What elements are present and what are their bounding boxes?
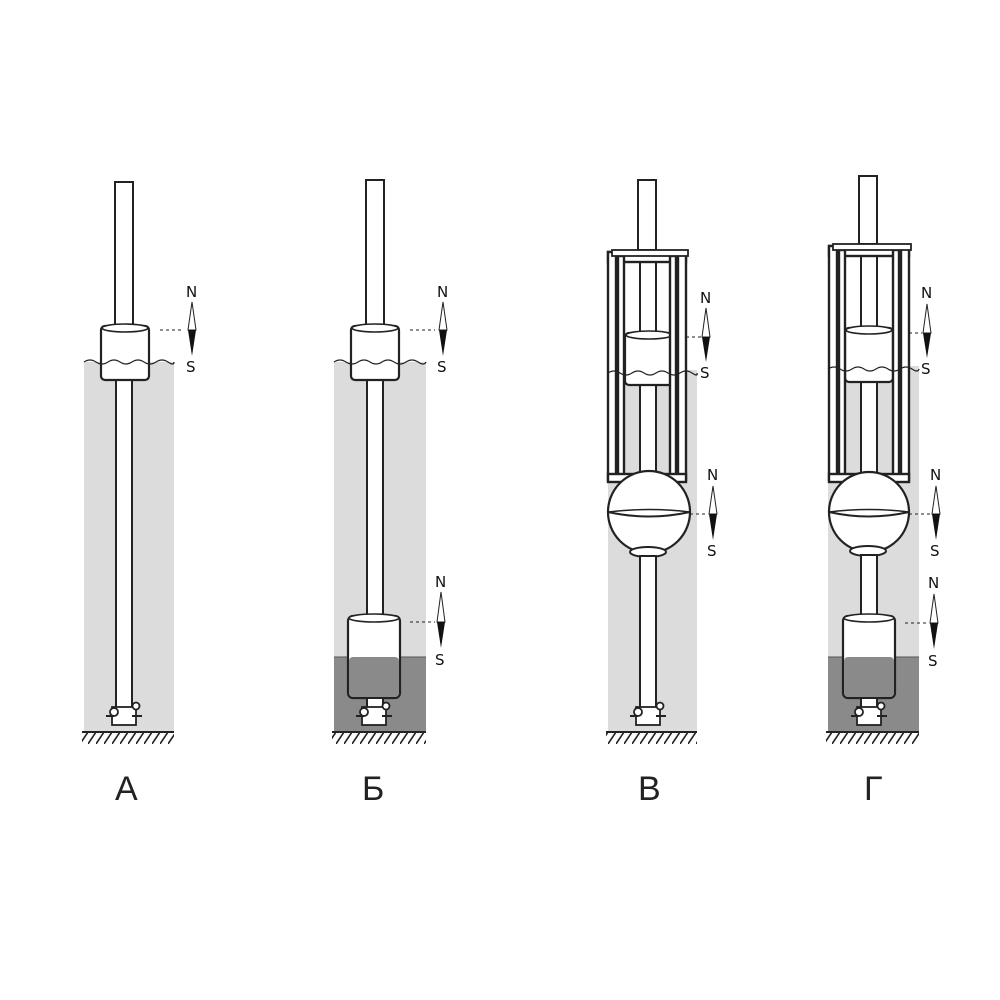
magnet-polarity-indicator: N S	[909, 466, 941, 560]
north-pole-label: N	[930, 466, 941, 484]
liquid-surface	[333, 359, 427, 365]
south-pole-label: S	[700, 364, 710, 382]
stem-upper	[365, 179, 385, 329]
north-pole-label: N	[928, 574, 939, 592]
mounting-bracket	[630, 701, 666, 726]
ground-hatch	[82, 733, 174, 744]
north-pole-label: N	[437, 283, 448, 301]
south-pole-label: S	[930, 542, 940, 560]
north-arrow-icon	[187, 301, 197, 331]
liquid-surface	[83, 359, 175, 365]
float-ring-top	[101, 323, 149, 333]
ground-hatch	[332, 733, 426, 744]
ball-float	[606, 469, 692, 558]
south-arrow-icon	[188, 330, 196, 356]
diagram-label: Б	[362, 770, 384, 808]
magnet-polarity-indicator: N S	[686, 289, 711, 382]
mounting-bracket	[356, 701, 392, 726]
south-arrow-icon	[932, 514, 940, 540]
magnet-polarity-indicator: N S	[160, 283, 197, 376]
north-pole-label: N	[435, 573, 446, 591]
mounting-bracket	[851, 701, 887, 726]
diagram-label: В	[638, 770, 661, 808]
ground-hatch	[826, 733, 919, 744]
south-arrow-icon	[437, 622, 445, 648]
liquid-surface	[607, 370, 698, 376]
magnet-polarity-indicator: N S	[690, 466, 718, 560]
diagram-a: N S А	[82, 181, 197, 808]
mounting-bracket	[106, 701, 142, 726]
magnet-polarity-indicator: N S	[410, 573, 446, 669]
stem-lower	[860, 554, 878, 621]
south-arrow-icon	[709, 514, 717, 540]
stem-lower	[639, 555, 657, 711]
south-pole-label: S	[921, 360, 931, 378]
diagram-c: N S N S В	[606, 179, 718, 808]
south-pole-label: S	[435, 651, 445, 669]
liquid-surface	[827, 366, 920, 372]
ball-float	[827, 470, 911, 557]
magnet-polarity-indicator: N S	[410, 283, 448, 376]
float-cage	[827, 243, 912, 484]
north-pole-label: N	[921, 284, 932, 302]
north-arrow-icon	[929, 593, 939, 624]
magnet-polarity-indicator: N S	[909, 284, 932, 378]
stem-upper	[637, 179, 657, 253]
stem-upper	[858, 175, 878, 247]
south-pole-label: S	[928, 652, 938, 670]
south-pole-label: S	[437, 358, 447, 376]
stem-upper	[114, 181, 134, 331]
north-arrow-icon	[931, 485, 941, 515]
magnet-polarity-indicator: N S	[905, 574, 939, 670]
float-ring	[843, 326, 895, 384]
float-ring	[99, 324, 151, 382]
north-arrow-icon	[922, 303, 932, 334]
float-ring-upper	[349, 324, 401, 382]
north-arrow-icon	[438, 301, 448, 331]
south-pole-label: S	[186, 358, 196, 376]
diagram-b: N S N S Б	[332, 179, 448, 808]
south-arrow-icon	[439, 330, 447, 356]
north-pole-label: N	[700, 289, 711, 307]
south-pole-label: S	[707, 542, 717, 560]
diagram-label: А	[115, 770, 138, 808]
north-arrow-icon	[701, 307, 711, 338]
north-pole-label: N	[186, 283, 197, 301]
south-arrow-icon	[930, 623, 938, 649]
south-arrow-icon	[702, 337, 710, 362]
north-pole-label: N	[707, 466, 718, 484]
south-arrow-icon	[923, 333, 931, 358]
ground-hatch	[606, 733, 697, 744]
stem-lower	[366, 379, 384, 621]
stem-lower	[115, 379, 133, 711]
float-ring	[623, 331, 675, 387]
north-arrow-icon	[708, 485, 718, 515]
diagram-d: N S N S N S Г	[826, 175, 941, 808]
north-arrow-icon	[436, 591, 446, 623]
diagram-label: Г	[864, 770, 882, 808]
